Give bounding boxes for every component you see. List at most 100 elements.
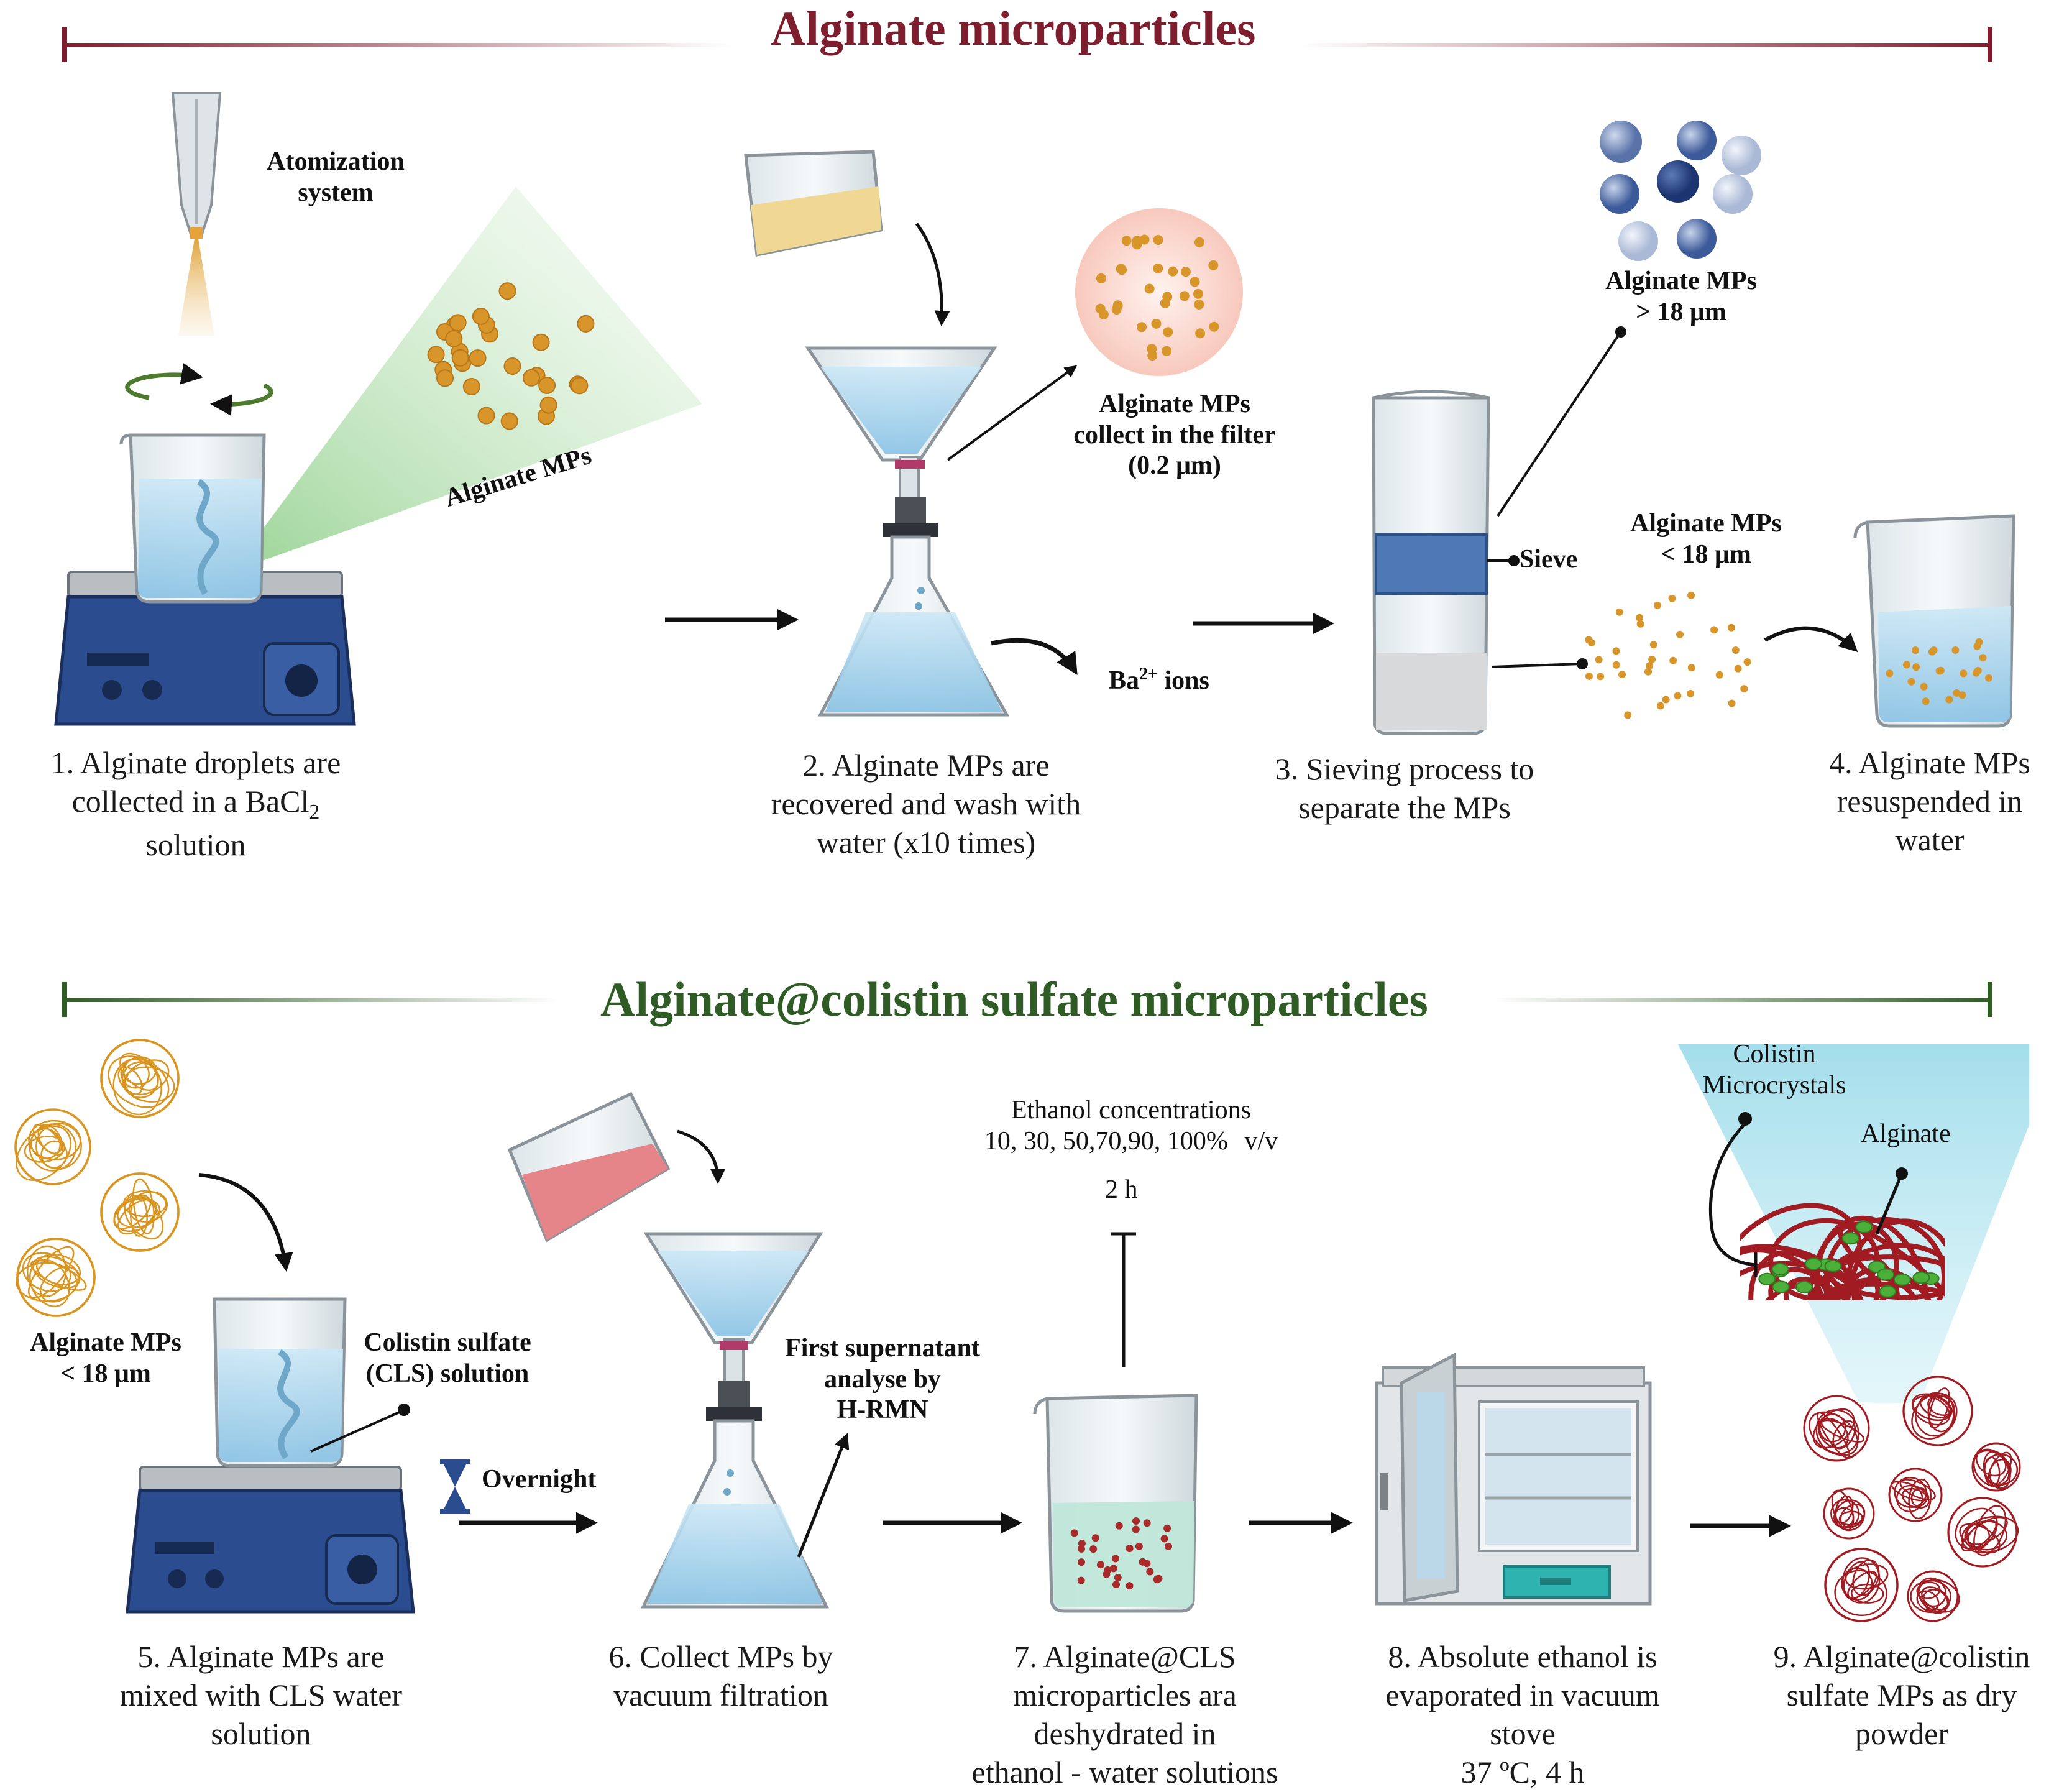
step5-line2: mixed with CLS water (119, 1678, 403, 1712)
alginate-sphere-icon (1823, 1487, 1875, 1540)
supernatant-line3: H-RMN (837, 1395, 928, 1425)
particle (1727, 623, 1735, 632)
beaker-mps-cloud (1886, 638, 1992, 705)
particle (1930, 646, 1938, 655)
particle (1077, 1576, 1085, 1584)
particle (1070, 1529, 1078, 1537)
particle (1612, 661, 1620, 669)
mps2-line1: Alginate MPs (30, 1328, 181, 1357)
particle (1612, 647, 1620, 655)
overnight-label: Overnight (482, 1465, 597, 1494)
particle (1958, 691, 1966, 699)
step9-caption: 9. Alginate@colistin sulfate MPs as dry … (1728, 1637, 2054, 1753)
small-mps-pointer (1491, 663, 1581, 668)
step1-line2-sub: 2 (309, 801, 320, 824)
particle (1674, 692, 1682, 700)
particle (1132, 1525, 1140, 1533)
step4-line3: water (1895, 822, 1965, 857)
rotation-arrows-icon (125, 363, 273, 416)
colistin-pointer (1708, 1121, 1756, 1267)
particle (1646, 662, 1654, 670)
particle (1190, 277, 1200, 287)
particle (1139, 234, 1150, 245)
colistin-pointer-dot (1738, 1112, 1752, 1126)
particle (1973, 642, 1981, 650)
large-mps-balls (1600, 121, 1761, 261)
cls-line2: (CLS) solution (365, 1359, 530, 1388)
microcrystal (1824, 1259, 1842, 1272)
section2-title: Alginate@colistin sulfate microparticles (600, 972, 1428, 1026)
particle (1162, 346, 1172, 356)
particle (1648, 655, 1656, 663)
particle (1618, 671, 1626, 679)
supernatant-line2: analyse by (824, 1364, 941, 1394)
microcrystal (1893, 1273, 1911, 1286)
particle (451, 349, 469, 367)
ethanol-unit: v/v (1244, 1126, 1278, 1156)
large-mps-pointer-dot (1615, 326, 1626, 338)
step7-line2: microparticles ara (1013, 1678, 1237, 1712)
microcrystal (1805, 1257, 1822, 1270)
supernatant-line1: First supernatant (785, 1334, 980, 1362)
small-mps-line1: Alginate MPs (1630, 509, 1782, 538)
filter-line3: (0.2 μm) (1128, 451, 1221, 480)
particle (1146, 1568, 1154, 1576)
particle (1114, 1574, 1122, 1582)
particle (1953, 689, 1961, 697)
particle (469, 349, 487, 367)
colistin-line1: Colistin (1733, 1040, 1816, 1068)
particle (1103, 1570, 1111, 1578)
particle (1669, 656, 1677, 664)
particle (1195, 328, 1206, 339)
ba-ions-charge: 2+ (1139, 664, 1158, 684)
step8-line4: 37 ºC, 4 h (1460, 1755, 1585, 1790)
particle (1095, 303, 1106, 314)
particle (498, 282, 516, 300)
alginate-sphere-icon (1902, 1376, 1973, 1446)
particle (1144, 283, 1155, 294)
alginate-sphere-icon (1888, 1468, 1943, 1522)
colistin-label: Colistin Microcrystals (1672, 1039, 1877, 1101)
mps-label-2: Alginate MPs < 18 μm (12, 1328, 199, 1389)
particle (1139, 1558, 1147, 1566)
particle (436, 369, 454, 387)
filter-disc (1075, 208, 1243, 376)
step8-caption: 8. Absolute ethanol is evaporated in vac… (1349, 1637, 1697, 1791)
microcrystal (1841, 1232, 1859, 1245)
particle (1162, 292, 1173, 302)
cls-pointer-dot (398, 1404, 410, 1416)
particle (472, 307, 490, 325)
alginate-sphere-icon (14, 1108, 91, 1185)
particle (1126, 1582, 1134, 1590)
particle (1597, 673, 1605, 681)
particle (1985, 674, 1992, 682)
particle (449, 314, 467, 332)
step1-line1: 1. Alginate droplets are (50, 745, 341, 780)
particle (1078, 1545, 1085, 1553)
step8-line2: evaporated in vacuum (1385, 1678, 1660, 1712)
particle (1728, 699, 1736, 707)
pouring-beaker-icon-2 (507, 1091, 671, 1243)
particle (1734, 664, 1742, 673)
filter-line2: collect in the filter (1073, 420, 1276, 449)
large-mps-pointer (1497, 333, 1620, 517)
small-mps-label: Alginate MPs < 18 μm (1603, 508, 1809, 570)
step9-line2: sulfate MPs as dry (1786, 1678, 2017, 1712)
step4-line1: 4. Alginate MPs (1829, 745, 2030, 780)
microcrystal (1877, 1268, 1895, 1281)
alginate-sphere-icon (16, 1238, 96, 1317)
particle (1179, 291, 1190, 301)
resuspend-arrow (1764, 626, 1858, 653)
step1-caption: 1. Alginate droplets are collected in a … (25, 743, 367, 864)
particle (1147, 351, 1158, 361)
particle (1168, 266, 1178, 277)
microcrystal (1855, 1221, 1873, 1234)
filter-label: Alginate MPs collect in the filter (0.2 … (1050, 389, 1299, 482)
small-mps-cloud (1585, 591, 1751, 719)
particle (1209, 321, 1219, 332)
particle (1624, 711, 1632, 719)
particle (1710, 626, 1718, 634)
cls-label: Colistin sulfate (CLS) solution (345, 1328, 550, 1389)
green-light-cone (231, 186, 702, 572)
ethanol-time-label: 2 h (1105, 1175, 1138, 1204)
